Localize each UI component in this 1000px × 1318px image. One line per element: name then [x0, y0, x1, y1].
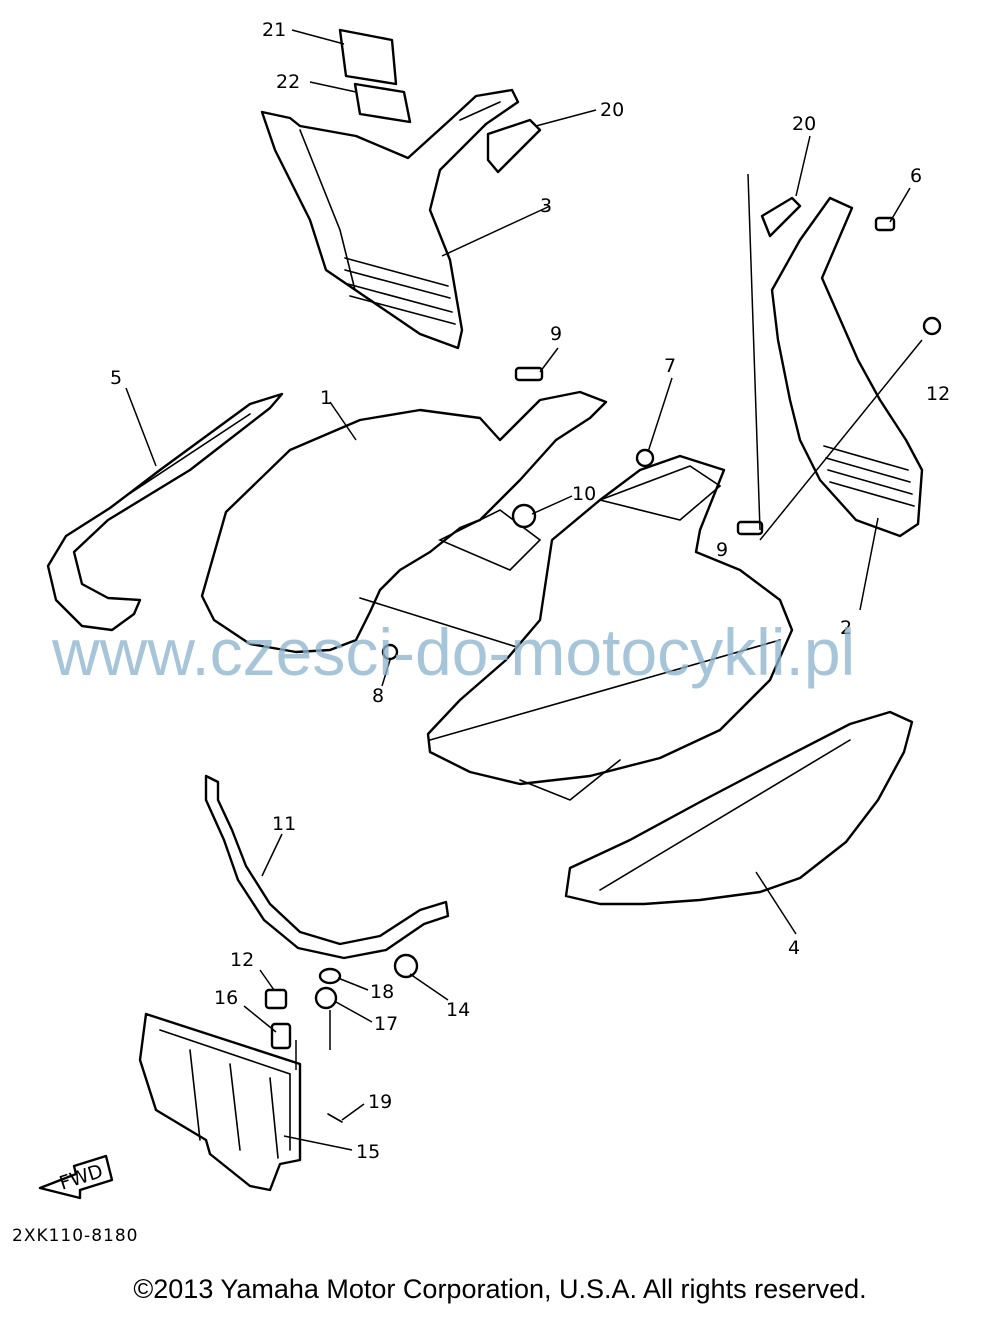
side-cover-left-3	[260, 88, 520, 350]
knob-10	[511, 503, 537, 529]
callout-15: 15	[356, 1141, 380, 1163]
front-fender-2	[426, 454, 794, 801]
callout-13: 12	[926, 383, 950, 405]
grommet-20-left	[486, 118, 542, 174]
bolt-9-right	[736, 520, 764, 536]
callout-14: 14	[446, 999, 470, 1021]
mud-flap-right-4	[564, 710, 914, 906]
callout-10: 10	[572, 483, 596, 505]
bolt-9-left	[514, 366, 544, 382]
callout-1: 1	[320, 387, 332, 409]
decal-21	[338, 28, 398, 86]
website-watermark: www.czesci-do-motocykli.pl	[52, 615, 856, 689]
callout-16: 16	[214, 987, 238, 1009]
callout-22: 22	[276, 71, 300, 93]
callout-21: 21	[262, 19, 286, 41]
bolt-8	[381, 643, 399, 661]
side-cover-right-13	[770, 196, 924, 538]
stay-11	[204, 774, 450, 960]
callout-17: 17	[374, 1013, 398, 1035]
nut-17	[314, 986, 338, 1010]
callout-8: 8	[372, 685, 384, 707]
bolt-12	[264, 988, 288, 1010]
copyright-notice: ©2013 Yamaha Motor Corporation, U.S.A. A…	[133, 1274, 867, 1304]
grommet-20-right	[760, 196, 802, 238]
drawing-code: 2XK110-8180	[12, 1226, 139, 1246]
bolt-16	[270, 1022, 292, 1050]
callout-12: 12	[230, 949, 254, 971]
callout-11: 11	[272, 813, 296, 835]
rear-fender-1	[200, 390, 608, 654]
callout-4: 4	[788, 937, 800, 959]
callout-20: 20	[600, 99, 624, 121]
callout-19: 19	[368, 1091, 392, 1113]
callout-20b: 20	[792, 113, 816, 135]
grommet-14	[393, 953, 419, 979]
front-guard-15	[138, 1012, 302, 1192]
mud-flap-left-5	[46, 392, 284, 632]
callout-9-left: 9	[550, 323, 562, 345]
washer-18	[318, 967, 342, 985]
forward-direction-arrow: FWD	[38, 1154, 114, 1200]
callout-6: 6	[910, 165, 922, 187]
callout-5: 5	[110, 367, 122, 389]
nut-7	[635, 448, 655, 468]
bolt-6	[874, 216, 896, 232]
callout-7: 7	[664, 355, 676, 377]
callout-18: 18	[370, 981, 394, 1003]
decal-22	[353, 82, 412, 124]
callout-3: 3	[540, 195, 552, 217]
callout-9-right: 9	[716, 539, 728, 561]
screw-19	[327, 1113, 343, 1123]
bolt-13	[922, 316, 942, 336]
callout-2: 2	[840, 617, 852, 639]
